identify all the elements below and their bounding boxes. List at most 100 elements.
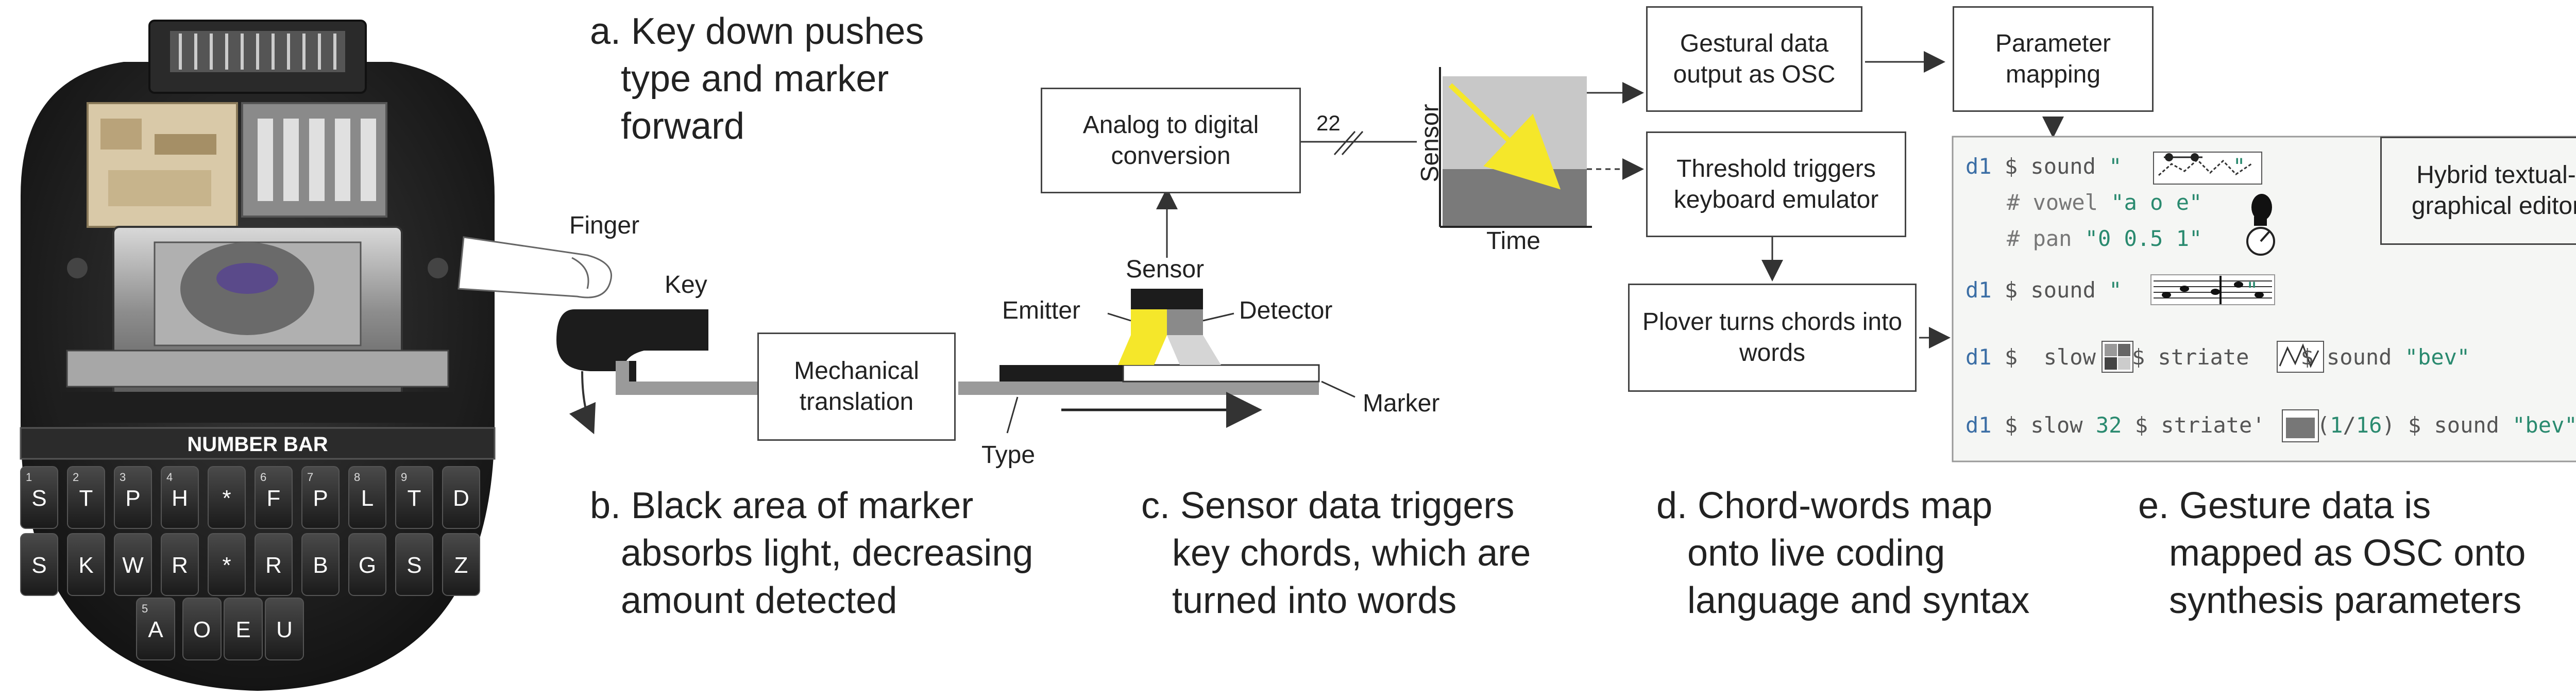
steno-key-vowel-3[interactable]: U (265, 598, 304, 660)
caption-c: c. Sensor data triggers key chords, whic… (1141, 485, 1531, 622)
code-line-3[interactable]: # pan "0 0.5 1" (2007, 226, 2202, 251)
steno-key-vowel-2[interactable]: E (224, 598, 263, 660)
emitter-block (1131, 309, 1167, 335)
steno-key-label: S (31, 553, 46, 578)
slow-grid-widget[interactable] (2102, 341, 2133, 373)
steno-key-bottom-1[interactable]: K (67, 533, 105, 596)
steno-key-label: R (265, 553, 282, 578)
mechanical-translation-box: Mechanical translation (757, 333, 956, 441)
steno-key-label: H (172, 486, 188, 511)
steno-key-label: G (359, 553, 376, 578)
steno-key-bottom-8[interactable]: S (395, 533, 433, 596)
type-bar (958, 382, 1319, 395)
detector-beam (1167, 335, 1221, 365)
score-notation-widget[interactable] (2150, 274, 2275, 305)
steno-key-label: A (148, 617, 163, 642)
caption-e: e. Gesture data is mapped as OSC onto sy… (2138, 485, 2526, 622)
gestural-output-box: Gestural data output as OSC (1646, 6, 1862, 112)
steno-key-number: 3 (120, 471, 126, 484)
steno-key-top-6[interactable]: 7P (301, 466, 340, 529)
caption-d: d. Chord-words map onto live coding lang… (1656, 485, 2030, 622)
emitter-beam (1118, 335, 1167, 365)
code-line-5[interactable]: d1 $ slow$ striate$ sound "bev" (1965, 344, 2470, 370)
steno-key-label: U (276, 617, 293, 642)
key-label: Key (665, 271, 707, 299)
number-bar (20, 427, 496, 460)
steno-key-top-5[interactable]: 6F (255, 466, 293, 529)
steno-key-number: 4 (166, 471, 173, 484)
number-bar-label: NUMBER BAR (187, 433, 328, 456)
steno-key-bottom-6[interactable]: B (301, 533, 340, 596)
steno-key-bottom-9[interactable]: Z (442, 533, 480, 596)
caption-b: b. Black area of marker absorbs light, d… (590, 485, 1033, 622)
steno-key-bottom-3[interactable]: R (161, 533, 199, 596)
steno-key-top-4[interactable]: * (208, 466, 246, 529)
steno-key-bottom-4[interactable]: * (208, 533, 246, 596)
steno-key-label: B (313, 553, 328, 578)
plot-light-region (1443, 76, 1587, 169)
code-line-2[interactable]: # vowel "a o e" (2007, 190, 2202, 215)
steno-key-label: L (361, 486, 374, 511)
steno-key-label: * (222, 553, 231, 578)
signal-line (1448, 83, 1561, 190)
sequence-graph-widget[interactable] (2153, 152, 2262, 185)
marker-black-area (999, 365, 1123, 382)
sensor-label: Sensor (1126, 256, 1205, 283)
steno-key-vowel-0[interactable]: 5A (136, 598, 175, 660)
steno-key-label: * (222, 486, 231, 511)
steno-key-label: T (79, 486, 93, 511)
steno-key-label: S (31, 486, 46, 511)
steno-key-bottom-7[interactable]: G (348, 533, 386, 596)
striate-grey-widget[interactable] (2282, 409, 2319, 442)
code-line-6[interactable]: d1 $ slow 32 $ striate' (1/16) $ sound "… (1965, 412, 2576, 438)
steno-key-top-9[interactable]: D (442, 466, 480, 529)
steno-key-top-3[interactable]: 4H (161, 466, 199, 529)
steno-key-number: 6 (260, 471, 266, 484)
head-icon (2251, 194, 2272, 226)
steno-key-label: S (406, 553, 421, 578)
steno-key-number: 9 (401, 471, 407, 484)
striate-wave-widget[interactable] (2277, 341, 2324, 373)
parameter-mapping-box: Parameter mapping (1953, 6, 2154, 112)
steno-key-number: 1 (26, 471, 32, 484)
steno-key-number: 5 (142, 602, 148, 615)
steno-key-bottom-0[interactable]: S (20, 533, 58, 596)
steno-key-number: 2 (73, 471, 79, 484)
caption-a: a. Key down pushes type and marker forwa… (590, 11, 924, 147)
steno-key-label: Z (454, 553, 468, 578)
key-shape (556, 309, 708, 371)
steno-key-label: E (235, 617, 250, 642)
steno-key-label: T (408, 486, 421, 511)
key-down-arrow (569, 371, 596, 435)
steno-key-label: D (453, 486, 469, 511)
code-line-4[interactable]: d1 $ sound "" (1965, 277, 2259, 303)
steno-key-top-1[interactable]: 2T (67, 466, 105, 529)
steno-key-label: R (172, 553, 188, 578)
steno-key-bottom-5[interactable]: R (255, 533, 293, 596)
type-label: Type (981, 441, 1036, 469)
adc-box: Analog to digital conversion (1041, 88, 1301, 193)
sensor-housing-top (1131, 289, 1203, 309)
steno-key-number: 8 (354, 471, 360, 484)
steno-key-vowel-1[interactable]: O (182, 598, 222, 660)
marker-white-area (1122, 364, 1320, 383)
steno-key-label: P (313, 486, 328, 511)
threshold-box: Threshold triggers keyboard emulator (1646, 131, 1906, 237)
finger-label: Finger (569, 212, 640, 239)
emitter-label: Emitter (1002, 297, 1081, 324)
steno-key-top-2[interactable]: 3P (114, 466, 152, 529)
steno-key-label: W (122, 553, 144, 578)
editor-title-box: Hybrid textual-graphical editor (2380, 137, 2576, 245)
code-line-1[interactable]: d1 $ sound "" (1965, 154, 2246, 179)
steno-key-top-7[interactable]: 8L (348, 466, 386, 529)
pan-dial-icon[interactable] (2246, 227, 2275, 256)
steno-key-bottom-2[interactable]: W (114, 533, 152, 596)
steno-key-label: P (125, 486, 140, 511)
bus-width-label: 22 (1316, 111, 1341, 135)
steno-key-label: F (267, 486, 281, 511)
steno-key-top-0[interactable]: 1S (20, 466, 58, 529)
steno-key-number: 7 (307, 471, 313, 484)
steno-key-top-8[interactable]: 9T (395, 466, 433, 529)
plot-x-label: Time (1486, 227, 1540, 255)
